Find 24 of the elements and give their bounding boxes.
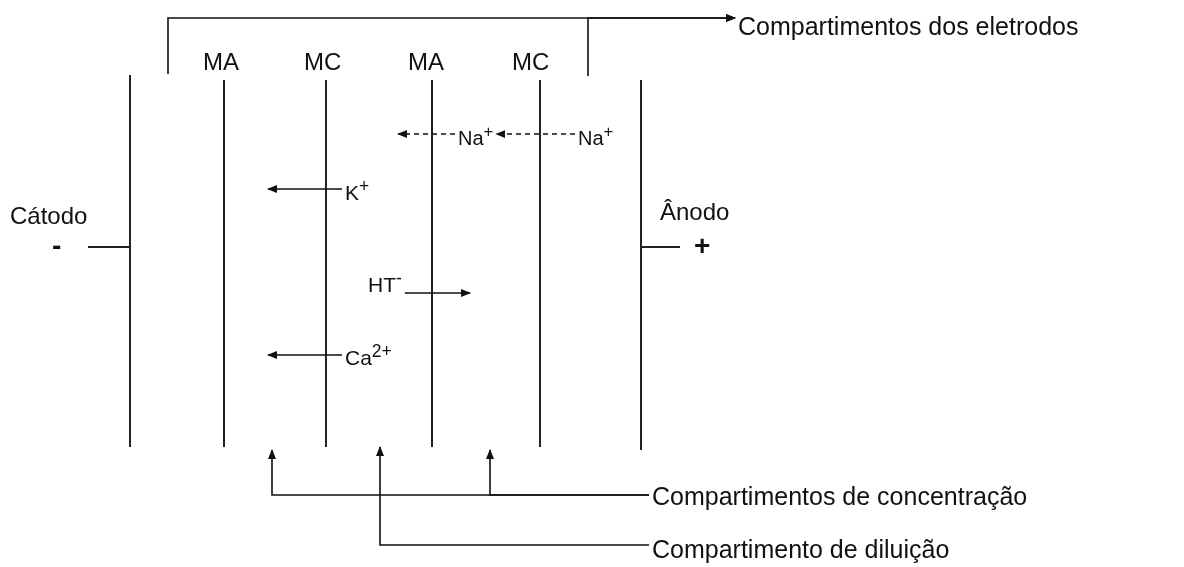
membrane-label: MA	[408, 50, 444, 74]
arrow	[404, 289, 471, 297]
polarity-sign: +	[694, 232, 711, 260]
ion-label: Na$^{+}$	[458, 124, 494, 148]
membrane-label: MA	[203, 50, 239, 74]
arrow	[267, 351, 343, 359]
electrode-label: Ânodo	[660, 200, 730, 224]
polarity-sign: -	[52, 232, 62, 260]
compartment-label: Compartimentos dos eletrodos	[738, 14, 1079, 39]
electrode-label: Cátodo	[10, 204, 88, 228]
leader-arrow	[486, 449, 650, 496]
ion-label: Na$^{+}$	[578, 124, 614, 148]
ion-label: HT$^{-}$	[368, 270, 402, 295]
leader-arrow	[376, 446, 650, 546]
membrane-label: MC	[512, 50, 550, 74]
compartment-label: Compartimento de diluição	[652, 537, 950, 562]
arrow	[397, 130, 456, 138]
ion-label: Ca$^{2+}$	[345, 343, 392, 368]
arrow	[495, 130, 576, 138]
membrane-label: MC	[304, 50, 342, 74]
arrow	[267, 185, 343, 193]
leader-arrow	[587, 14, 736, 77]
ion-label: K$^{+}$	[345, 178, 370, 203]
compartment-label: Compartimentos de concentração	[652, 484, 1028, 509]
